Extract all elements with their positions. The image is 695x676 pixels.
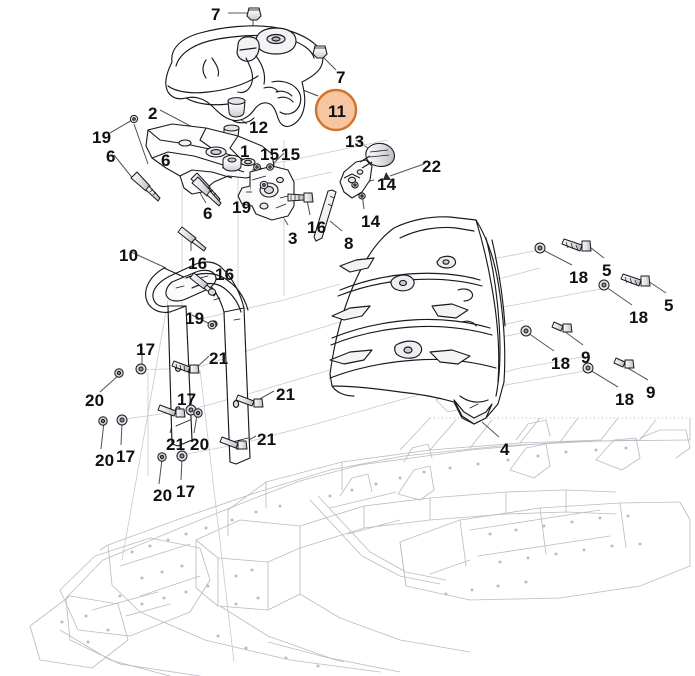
part-nut-14b bbox=[358, 192, 366, 200]
callout-number-p5a[interactable]: 5 bbox=[602, 261, 612, 280]
part-washer-18c bbox=[520, 325, 532, 337]
part-screw-21d bbox=[219, 436, 248, 450]
part-knob-1 bbox=[222, 154, 242, 172]
callout-number-p17a[interactable]: 17 bbox=[136, 340, 156, 359]
callout-number-p19c[interactable]: 19 bbox=[185, 309, 205, 328]
callout-number-p22[interactable]: 22 bbox=[422, 157, 442, 176]
part-washer-19a bbox=[129, 114, 139, 124]
callout-number-p5b[interactable]: 5 bbox=[664, 296, 674, 315]
part-nut-14a bbox=[351, 181, 359, 189]
callout-number-p15a[interactable]: 15 bbox=[260, 145, 280, 164]
part-screw-21a bbox=[171, 360, 200, 374]
callout-number-p13[interactable]: 13 bbox=[345, 132, 365, 151]
callout-number-p9b[interactable]: 9 bbox=[646, 383, 656, 402]
callout-number-p6c[interactable]: 6 bbox=[203, 204, 213, 223]
callout-number-p3[interactable]: 3 bbox=[288, 229, 298, 248]
part-washer-17c bbox=[116, 414, 128, 426]
part-washer-19b bbox=[259, 180, 269, 190]
callout-number-p14b[interactable]: 14 bbox=[361, 212, 381, 231]
part-washer-18b bbox=[598, 279, 610, 291]
callout-number-p17b[interactable]: 17 bbox=[177, 390, 197, 409]
callout-number-p20b[interactable]: 20 bbox=[95, 451, 115, 470]
part-nut-15b bbox=[266, 163, 274, 171]
callout-number-p21c[interactable]: 21 bbox=[166, 435, 186, 454]
part-washer-17d bbox=[176, 450, 188, 462]
part-fuel-tank bbox=[165, 25, 324, 128]
callout-number-p21d[interactable]: 21 bbox=[257, 430, 277, 449]
part-plug-7b bbox=[312, 45, 328, 59]
callout-number-p2[interactable]: 2 bbox=[148, 104, 158, 123]
part-grommet-12a bbox=[227, 97, 246, 118]
part-screw-6c bbox=[191, 176, 222, 207]
part-bolt-16b bbox=[177, 226, 207, 252]
callout-number-p16b[interactable]: 16 bbox=[188, 254, 208, 273]
callout-number-p19b[interactable]: 19 bbox=[232, 198, 252, 217]
part-bolt-5b bbox=[620, 273, 651, 287]
part-washer-18d bbox=[582, 362, 594, 374]
part-plug-7a bbox=[246, 7, 262, 21]
part-washer-19c bbox=[207, 320, 217, 330]
part-washer-17a bbox=[135, 363, 147, 375]
callout-number-p20c[interactable]: 20 bbox=[190, 435, 210, 454]
part-screw-9b bbox=[613, 357, 635, 369]
part-lever-bracket-13 bbox=[339, 142, 396, 199]
part-handlebar-10 bbox=[145, 261, 251, 465]
part-washer-18a bbox=[534, 242, 546, 254]
callout-number-p8[interactable]: 8 bbox=[344, 234, 354, 253]
callout-number-p7b[interactable]: 7 bbox=[336, 68, 346, 87]
callout-number-p17c[interactable]: 17 bbox=[116, 447, 136, 466]
reference-arrow-22 bbox=[383, 172, 391, 180]
highlight-circle-11 bbox=[314, 88, 358, 132]
part-screw-9a bbox=[551, 321, 573, 333]
callout-number-p20a[interactable]: 20 bbox=[85, 391, 105, 410]
callout-number-p15b[interactable]: 15 bbox=[281, 145, 301, 164]
callout-number-p4[interactable]: 4 bbox=[500, 440, 510, 459]
part-nut-20c bbox=[193, 408, 203, 418]
callout-number-p21a[interactable]: 21 bbox=[209, 349, 229, 368]
part-cowl-4 bbox=[329, 216, 506, 425]
callout-number-p17d[interactable]: 17 bbox=[176, 482, 196, 501]
part-bolt-5a bbox=[561, 238, 592, 252]
callout-number-p10[interactable]: 10 bbox=[119, 246, 139, 265]
callout-number-p18d[interactable]: 18 bbox=[615, 390, 635, 409]
part-nut-15a bbox=[253, 163, 261, 171]
callout-number-p19a[interactable]: 19 bbox=[92, 128, 112, 147]
part-nut-20d bbox=[157, 452, 167, 462]
callout-number-p11[interactable]: 11 bbox=[328, 102, 346, 121]
callout-number-p1[interactable]: 1 bbox=[240, 142, 250, 161]
part-console-bracket bbox=[145, 123, 275, 195]
part-bolt-16c bbox=[189, 272, 217, 297]
part-mount-plate-3 bbox=[237, 165, 295, 221]
callout-number-p18c[interactable]: 18 bbox=[551, 354, 571, 373]
callout-number-p16c[interactable]: 16 bbox=[215, 265, 235, 284]
part-screw-6a bbox=[130, 171, 161, 202]
callout-number-p18a[interactable]: 18 bbox=[569, 268, 589, 287]
part-nut-20b bbox=[98, 416, 108, 426]
callout-number-p6b[interactable]: 6 bbox=[161, 151, 171, 170]
part-screw-21c bbox=[157, 404, 186, 418]
callout-number-p9a[interactable]: 9 bbox=[581, 348, 591, 367]
part-screw-21b bbox=[235, 394, 264, 408]
callout-number-p20d[interactable]: 20 bbox=[153, 486, 173, 505]
callout-number-p6a[interactable]: 6 bbox=[106, 147, 116, 166]
callout-number-p18b[interactable]: 18 bbox=[629, 308, 649, 327]
callout-number-p12[interactable]: 12 bbox=[249, 118, 269, 137]
callout-number-p16a[interactable]: 16 bbox=[307, 218, 327, 237]
part-nut-20a bbox=[114, 368, 124, 378]
part-bolt-16a bbox=[287, 192, 314, 203]
callout-number-p7a[interactable]: 7 bbox=[211, 5, 221, 24]
callout-number-p14a[interactable]: 14 bbox=[377, 175, 397, 194]
part-rod-8 bbox=[313, 189, 337, 242]
callout-number-p21b[interactable]: 21 bbox=[276, 385, 296, 404]
